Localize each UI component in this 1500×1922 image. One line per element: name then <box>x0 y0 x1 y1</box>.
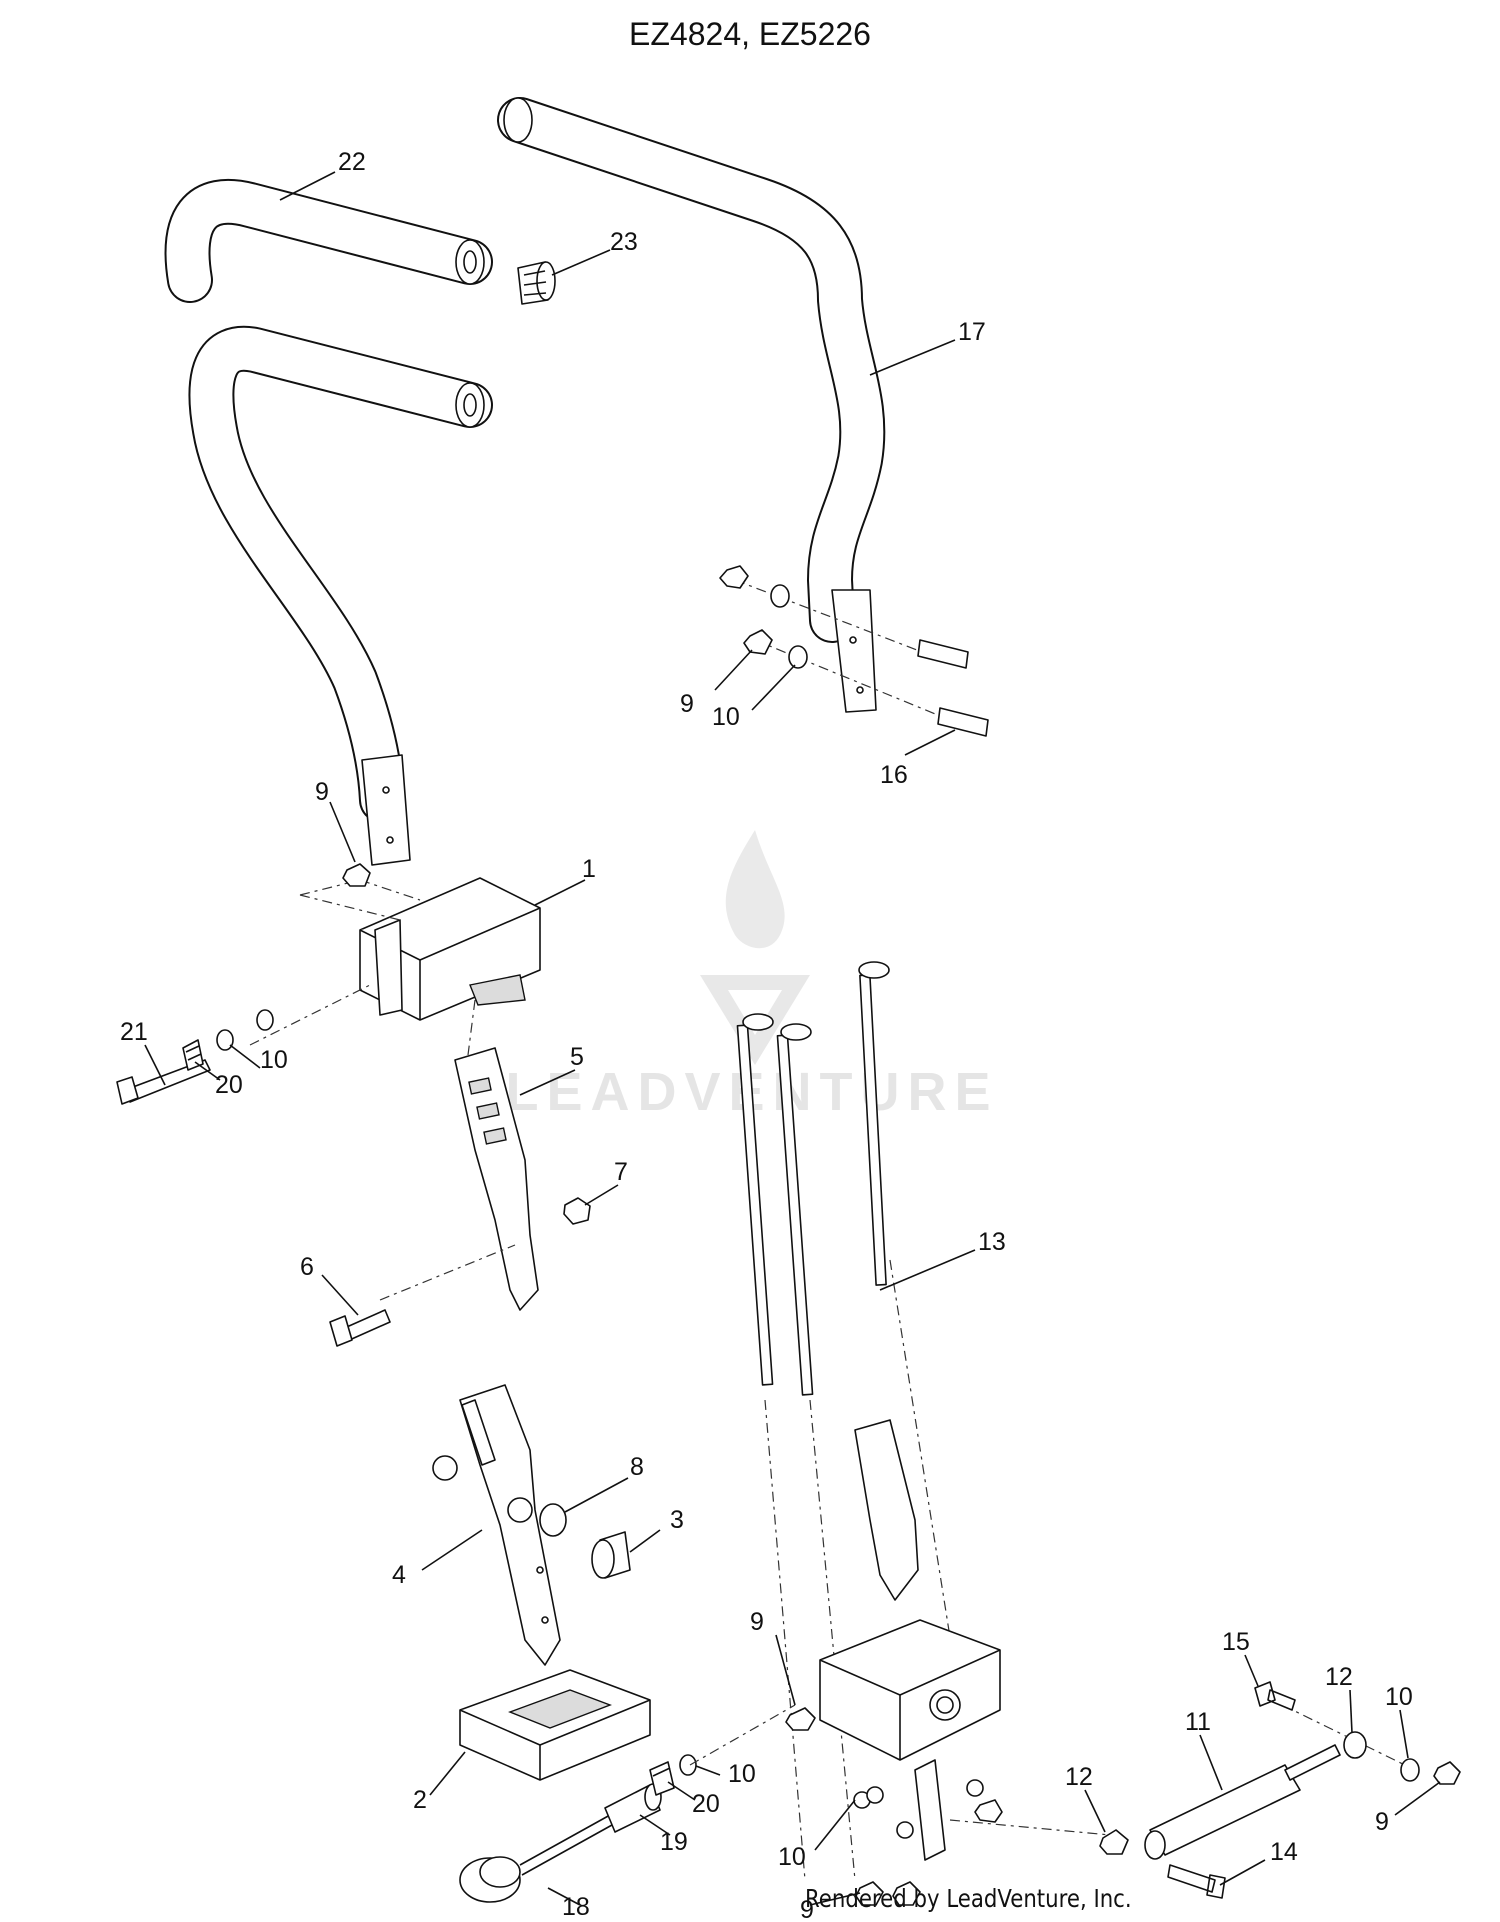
callout-6: 6 <box>300 1253 314 1281</box>
callout-19: 19 <box>660 1828 688 1856</box>
callout-14: 14 <box>1270 1838 1298 1866</box>
callout-11: 11 <box>1185 1708 1211 1736</box>
callout-9: 9 <box>680 690 694 718</box>
part-7-nut <box>563 1197 591 1225</box>
part-22-handle-bar-upper <box>164 178 493 303</box>
part-20-spring-lower <box>649 1761 675 1796</box>
part-23-plug <box>517 261 556 305</box>
callout-10: 10 <box>778 1843 806 1871</box>
part-19-spacer <box>604 1783 662 1833</box>
washer-10-lower <box>679 1754 697 1776</box>
nut-9-right <box>1433 1761 1461 1785</box>
callout-5: 5 <box>570 1043 584 1071</box>
callout-10: 10 <box>712 703 740 731</box>
callout-20: 20 <box>215 1071 243 1099</box>
callout-7: 7 <box>614 1158 628 1186</box>
callout-23: 23 <box>610 228 638 256</box>
callout-8: 8 <box>630 1453 644 1481</box>
right-arm-hardware <box>719 565 989 737</box>
callout-20: 20 <box>692 1790 720 1818</box>
callout-3: 3 <box>670 1506 684 1534</box>
watermark: LEADVENTURE <box>505 830 991 1122</box>
callout-9: 9 <box>1375 1808 1389 1836</box>
left-bolt-assembly <box>116 984 371 1105</box>
part-11-gas-strut <box>1144 1694 1416 1860</box>
part-1-control-housing <box>299 877 541 1021</box>
footer-credit: Rendered by LeadVenture, Inc. <box>805 1884 1132 1913</box>
part-18-knob <box>459 1814 613 1903</box>
part-12-nut-left <box>1099 1829 1129 1855</box>
part-2-base-plate <box>459 1669 651 1781</box>
callout-10: 10 <box>1385 1683 1413 1711</box>
part-14-bolt <box>1167 1864 1226 1899</box>
callout-13: 13 <box>978 1228 1006 1256</box>
part-15-bolt <box>1254 1681 1296 1711</box>
nut-9-upper <box>342 863 371 887</box>
watermark-flame-icon <box>725 830 785 949</box>
callout-17: 17 <box>958 318 986 346</box>
part-5-control-lever <box>454 999 539 1311</box>
diagram-title: EZ4824, EZ5226 <box>629 16 871 52</box>
callout-15: 15 <box>1222 1628 1250 1656</box>
callout-1: 1 <box>582 855 596 883</box>
part-left-handle-arm <box>188 325 493 866</box>
callout-leaders <box>144 171 1441 1906</box>
lower-right-housing-assembly <box>736 961 1111 1906</box>
callout-10: 10 <box>260 1046 288 1074</box>
callout-9: 9 <box>750 1608 764 1636</box>
part-12-nut-right <box>1343 1731 1367 1759</box>
axis-lower-left <box>689 1704 796 1766</box>
callout-12: 12 <box>1325 1663 1353 1691</box>
callout-4: 4 <box>392 1561 406 1589</box>
washer-10-right <box>1400 1758 1420 1782</box>
callout-18: 18 <box>562 1893 590 1921</box>
part-4-lever-arm <box>432 1384 561 1666</box>
callout-9: 9 <box>315 778 329 806</box>
callout-10: 10 <box>728 1760 756 1788</box>
part-3-bushing <box>591 1531 631 1579</box>
callout-16: 16 <box>880 761 908 789</box>
callout-labels: 22 23 17 9 10 16 9 1 21 20 10 5 7 6 13 8… <box>120 148 1413 1922</box>
watermark-v-icon <box>700 975 810 1065</box>
part-6-bolt <box>329 1244 516 1347</box>
part-17-handle-arm-right <box>497 97 886 713</box>
callout-9: 9 <box>800 1896 814 1922</box>
callout-21: 21 <box>120 1018 148 1046</box>
callout-12: 12 <box>1065 1763 1093 1791</box>
part-8-ring <box>539 1503 567 1537</box>
callout-22: 22 <box>338 148 366 176</box>
callout-2: 2 <box>413 1786 427 1814</box>
